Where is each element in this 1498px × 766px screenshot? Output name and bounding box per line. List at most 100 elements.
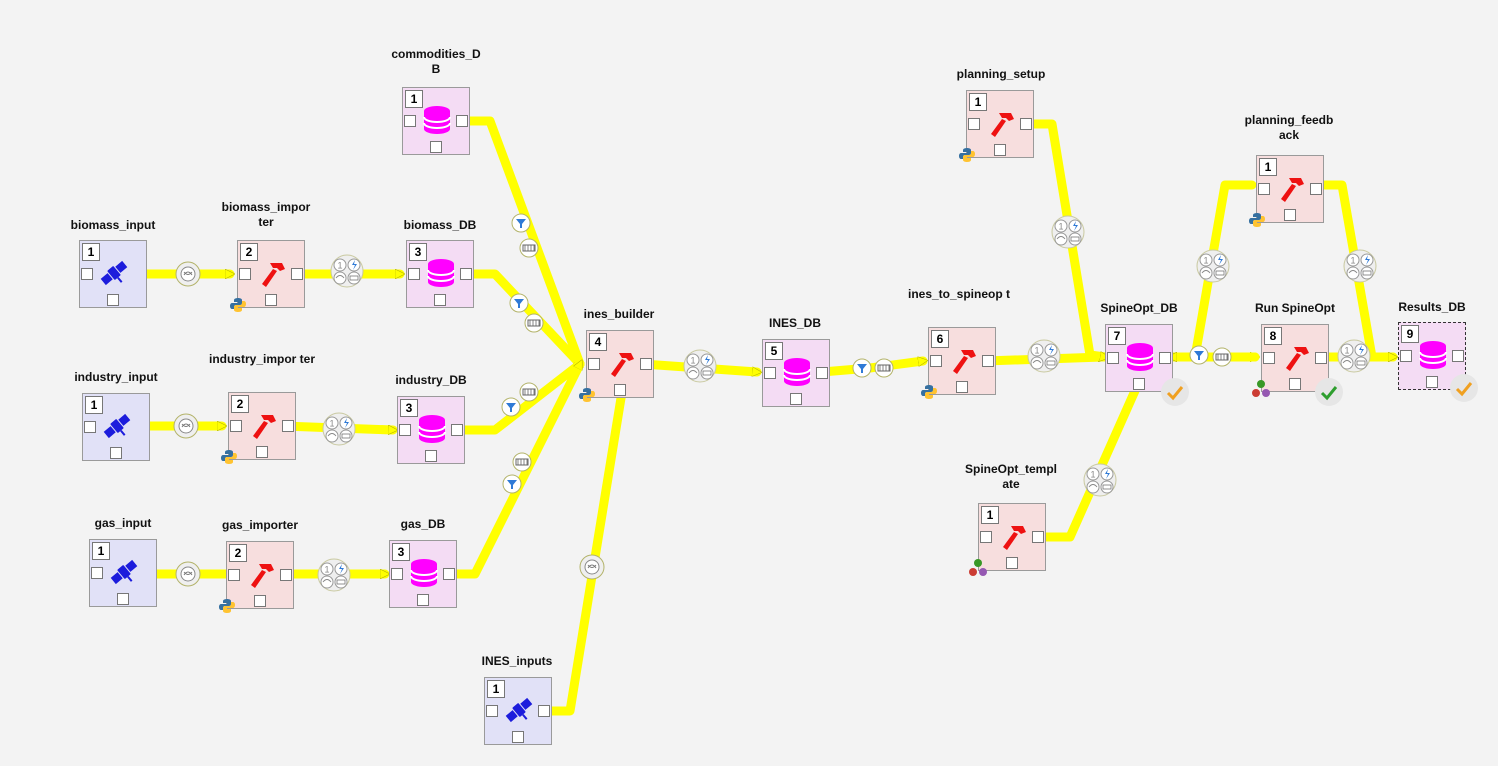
hammer-icon [953, 350, 976, 374]
connector-left[interactable] [1258, 183, 1270, 195]
connector-bottom[interactable] [1133, 378, 1145, 390]
node-badge: 2 [229, 544, 247, 562]
python-icon [219, 599, 235, 613]
connector-left[interactable] [391, 568, 403, 580]
node-commodities-db[interactable]: 1 [402, 87, 470, 155]
connector-bottom[interactable] [117, 593, 129, 605]
connector-right[interactable] [291, 268, 303, 280]
connector-left[interactable] [228, 569, 240, 581]
connector-left[interactable] [81, 268, 93, 280]
link-gas-db-to-builder [442, 364, 585, 579]
connector-left[interactable] [1107, 352, 1119, 364]
node-ines-to-spineopt[interactable]: 6 [921, 327, 996, 399]
node-label-industry-importer: industry_impor ter [208, 352, 316, 366]
node-badge: 1 [92, 542, 110, 560]
node-gas-input[interactable]: 1 [89, 539, 157, 607]
connector-left[interactable] [239, 268, 251, 280]
connector-right[interactable] [456, 115, 468, 127]
connector-left[interactable] [588, 358, 600, 370]
connector-right[interactable] [982, 355, 994, 367]
connector-right[interactable] [280, 569, 292, 581]
connector-left[interactable] [399, 424, 411, 436]
connector-right[interactable] [1032, 531, 1044, 543]
connector-left[interactable] [230, 420, 242, 432]
connector-bottom[interactable] [1426, 376, 1438, 388]
node-badge: 7 [1108, 327, 1126, 345]
node-badge: 1 [405, 90, 423, 108]
connector-bottom[interactable] [512, 731, 524, 743]
connector-left[interactable] [980, 531, 992, 543]
node-label-results-db: Results_DB [1398, 300, 1466, 314]
connector-right[interactable] [1310, 183, 1322, 195]
connector-bottom[interactable] [1006, 557, 1018, 569]
connector-left[interactable] [1263, 352, 1275, 364]
hammer-icon [262, 263, 285, 287]
connector-bottom[interactable] [614, 384, 626, 396]
node-biomass-importer[interactable]: 2 [230, 240, 305, 312]
connector-right[interactable] [1159, 352, 1171, 364]
python-icon [959, 148, 975, 162]
connector-bottom[interactable] [790, 393, 802, 405]
node-biomass-db[interactable]: 3 [406, 240, 474, 308]
connector-left[interactable] [404, 115, 416, 127]
connector-bottom[interactable] [994, 144, 1006, 156]
connector-left[interactable] [1400, 350, 1412, 362]
connector-left[interactable] [968, 118, 980, 130]
connector-bottom[interactable] [430, 141, 442, 153]
connector-right[interactable] [1315, 352, 1327, 364]
node-label-ines-db: INES_DB [768, 316, 821, 330]
node-industry-db[interactable]: 3 [397, 396, 465, 464]
hammer-icon [1003, 526, 1026, 550]
connector-bottom[interactable] [1284, 209, 1296, 221]
connector-left[interactable] [486, 705, 498, 717]
connector-right[interactable] [538, 705, 550, 717]
connector-right[interactable] [451, 424, 463, 436]
node-spineopt-db[interactable]: 7 [1105, 324, 1189, 406]
node-label-biomass-db: biomass_DB [403, 218, 477, 232]
node-badge: 1 [85, 396, 103, 414]
connector-right[interactable] [443, 568, 455, 580]
node-label-gas-db: gas_DB [400, 517, 446, 531]
connector-right[interactable] [1020, 118, 1032, 130]
node-badge: 1 [487, 680, 505, 698]
node-planning-setup[interactable]: 1 [959, 90, 1034, 162]
node-label-planning-setup: planning_setup [956, 67, 1046, 81]
connector-left[interactable] [84, 421, 96, 433]
node-industry-importer[interactable]: 2 [221, 392, 296, 464]
node-gas-importer[interactable]: 2 [219, 541, 294, 613]
connector-left[interactable] [91, 567, 103, 579]
connector-right[interactable] [460, 268, 472, 280]
node-industry-input[interactable]: 1 [82, 393, 150, 461]
connector-bottom[interactable] [425, 450, 437, 462]
connector-right[interactable] [816, 367, 828, 379]
node-run-spineopt[interactable]: 8 [1252, 324, 1343, 406]
connector-bottom[interactable] [256, 446, 268, 458]
database-icon [418, 415, 446, 443]
connector-bottom[interactable] [107, 294, 119, 306]
node-ines-db[interactable]: 5 [762, 339, 830, 407]
connector-right[interactable] [640, 358, 652, 370]
connector-bottom[interactable] [110, 447, 122, 459]
connector-bottom[interactable] [417, 594, 429, 606]
node-label-ines-to-spineopt: ines_to_spineop t [907, 287, 1011, 301]
connector-bottom[interactable] [254, 595, 266, 607]
connector-bottom[interactable] [956, 381, 968, 393]
node-biomass-input[interactable]: 1 [79, 240, 147, 308]
connector-bottom[interactable] [1289, 378, 1301, 390]
node-badge: 6 [931, 330, 949, 348]
node-planning-feedback[interactable]: 1 [1249, 155, 1324, 227]
connector-right[interactable] [282, 420, 294, 432]
connector-left[interactable] [408, 268, 420, 280]
node-gas-db[interactable]: 3 [389, 540, 457, 608]
node-results-db[interactable]: 9 [1398, 322, 1478, 402]
connector-bottom[interactable] [434, 294, 446, 306]
node-ines-inputs[interactable]: 1 [484, 677, 552, 745]
connector-left[interactable] [764, 367, 776, 379]
node-label-gas-importer: gas_importer [221, 518, 299, 532]
node-label-run-spineopt: Run SpineOpt [1255, 301, 1335, 315]
node-spineopt-template[interactable]: 1 [969, 503, 1046, 576]
connector-right[interactable] [1452, 350, 1464, 362]
connector-left[interactable] [930, 355, 942, 367]
connector-bottom[interactable] [265, 294, 277, 306]
node-ines-builder[interactable]: 4 [579, 330, 654, 402]
